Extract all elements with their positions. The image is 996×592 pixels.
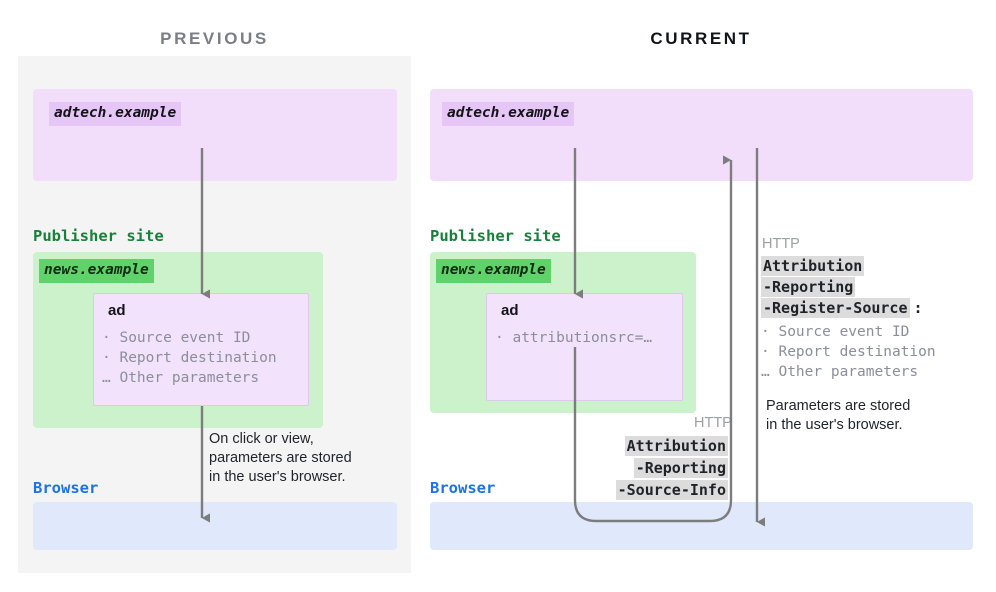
- response-http-label: HTTP: [762, 236, 800, 252]
- response-header-token-1: Attribution: [761, 256, 865, 276]
- current-panel-title: CURRENT: [650, 29, 752, 48]
- current-news-origin-chip: news.example: [436, 259, 551, 283]
- previous-stage: adtech.example Publisher site news.examp…: [18, 56, 411, 573]
- request-header-line-3: -Source-Info: [606, 480, 728, 501]
- previous-news-origin-chip: news.example: [39, 259, 154, 283]
- response-header-line-2: -Reporting: [761, 277, 856, 298]
- previous-publisher-site-label: Publisher site: [33, 227, 164, 245]
- response-parameter-list: · Source event ID · Report destination ……: [761, 324, 936, 380]
- previous-adtech-origin-chip: adtech.example: [49, 102, 182, 126]
- request-header-line-1: Attribution: [606, 436, 728, 457]
- response-note: Parameters are stored in the user's brow…: [766, 398, 911, 433]
- previous-ad-parameter-list: · Source event ID · Report destination ……: [102, 330, 277, 386]
- current-ad-parameter-list: · attributionsrc=…: [495, 330, 653, 346]
- request-header-token-1: Attribution: [624, 436, 728, 456]
- response-header-token-3: -Register-Source: [761, 298, 910, 318]
- current-browser-label: Browser: [430, 479, 496, 497]
- previous-ad-card-title: ad: [108, 302, 126, 319]
- request-header-token-3: -Source-Info: [615, 480, 728, 500]
- current-adtech-origin-chip: adtech.example: [442, 102, 575, 126]
- previous-browser-zone: [33, 502, 397, 550]
- current-ad-card: ad · attributionsrc=…: [486, 293, 683, 401]
- response-header-line-1: Attribution: [761, 256, 865, 277]
- previous-panel: PREVIOUS adtech.example Publisher site n…: [18, 0, 411, 573]
- request-header-token-2: -Reporting: [633, 458, 728, 478]
- current-publisher-site-label: Publisher site: [430, 227, 561, 245]
- current-panel: CURRENT adtech.example Publisher site ne…: [428, 0, 974, 573]
- response-header-colon: :: [913, 299, 923, 317]
- current-browser-zone: [430, 502, 973, 550]
- request-header-line-2: -Reporting: [606, 458, 728, 479]
- previous-ad-card: ad · Source event ID · Report destinatio…: [93, 293, 309, 406]
- response-header-line-3: -Register-Source:: [761, 298, 923, 319]
- current-stage: adtech.example Publisher site news.examp…: [428, 56, 974, 573]
- previous-browser-label: Browser: [33, 479, 99, 497]
- response-header-token-2: -Reporting: [761, 277, 856, 297]
- request-http-label: HTTP: [694, 415, 732, 431]
- previous-panel-title: PREVIOUS: [160, 29, 269, 48]
- previous-flow-note: On click or view, parameters are stored …: [209, 431, 352, 485]
- current-ad-card-title: ad: [501, 302, 519, 319]
